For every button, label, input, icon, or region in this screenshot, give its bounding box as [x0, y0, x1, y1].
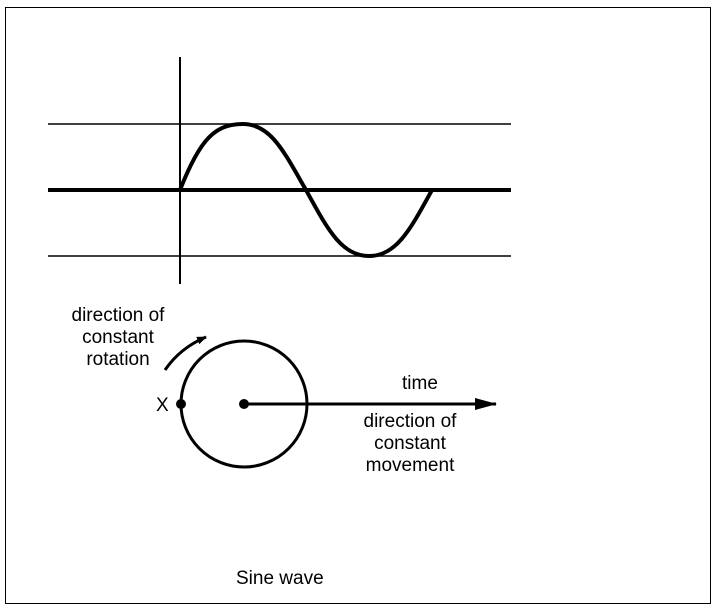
- diagram-frame: [5, 7, 711, 604]
- rotation-label-line-2: constant: [82, 327, 154, 348]
- diagram-caption: Sine wave: [236, 568, 324, 589]
- rotation-label: direction of constant rotation: [58, 305, 178, 371]
- movement-label: direction of constant movement: [350, 411, 470, 477]
- rotation-label-line-1: direction of: [71, 305, 165, 326]
- sine-curve: [178, 121, 434, 259]
- movement-label-line-3: movement: [365, 455, 455, 476]
- rotation-arrow: [163, 335, 207, 371]
- point-x-dot: [176, 399, 186, 409]
- movement-label-line-1: direction of: [363, 411, 457, 432]
- point-x-label: X: [156, 395, 169, 416]
- rotation-label-line-3: rotation: [86, 349, 150, 370]
- time-label: time: [402, 373, 438, 394]
- movement-label-line-2: constant: [374, 433, 446, 454]
